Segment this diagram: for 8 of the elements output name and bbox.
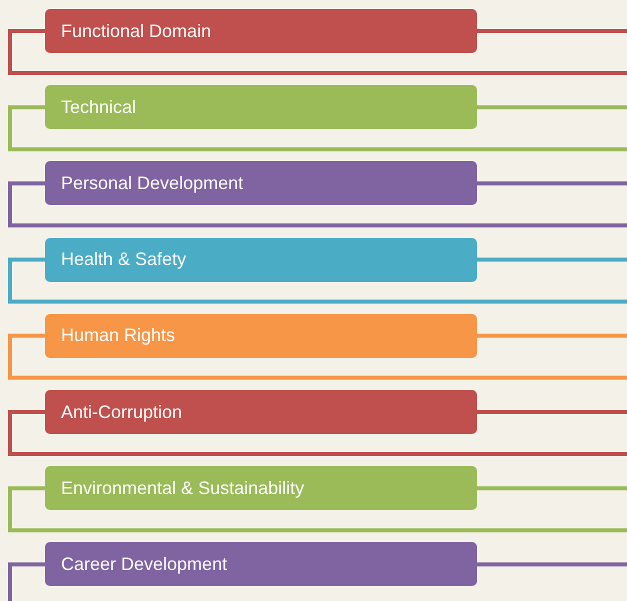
- category-box: Technical: [45, 85, 477, 130]
- category-box: Career Development: [45, 542, 477, 586]
- category-box: Anti-Corruption: [45, 390, 477, 434]
- category-box: Health & Safety: [45, 238, 477, 282]
- category-box: Human Rights: [45, 314, 477, 358]
- category-box: Personal Development: [45, 161, 477, 206]
- category-box: Functional Domain: [45, 9, 477, 53]
- category-box: Environmental & Sustainability: [45, 466, 477, 510]
